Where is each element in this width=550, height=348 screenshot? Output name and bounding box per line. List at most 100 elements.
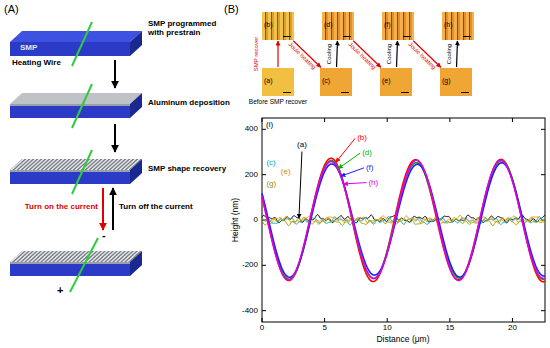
leader-line [343,183,366,184]
scale-bar [283,92,291,94]
edge-label: SMP recover [253,37,260,72]
micrograph-tile: (g) [440,68,472,96]
panel-letter: (a) [264,77,273,85]
tick-label: 5 [322,324,326,333]
axis-tick [324,118,325,122]
axis-tick [387,318,388,322]
axis-tick [449,318,450,322]
height-curve [262,163,545,277]
curve-label: (h) [368,178,378,187]
scale-bar [401,92,409,94]
panel-letter: (e) [382,77,391,85]
annotation-text: Height (nm) [231,198,240,242]
tick-label: 10 [383,324,392,333]
annotation-text: Aluminum deposition [148,99,230,108]
edge-label: Cooling [386,44,393,64]
panel-caption: Before SMP recover [249,98,307,105]
panel-label: (B) [224,3,239,15]
scale-bar [463,36,471,38]
leader-line [338,153,360,168]
edge-label: Joule heating [287,41,317,71]
heated-block [10,238,142,292]
annotation-text: Heating Wire [12,59,61,68]
process-arrow [456,41,458,67]
height-curve [262,161,545,280]
annotation-text: SMP shape recovery [148,165,226,174]
panel-letter: (d) [324,21,333,29]
step-arrow [114,60,116,88]
edge-label: Joule heating [407,41,437,71]
current-off-arrow [112,188,114,230]
panel-letter: (c) [322,77,330,85]
panel-letter: (g) [442,77,451,85]
coated-block [10,84,142,128]
tick-label: 0 [260,324,264,333]
curve-label: (a) [297,141,307,150]
tick-label: -400 [242,306,258,315]
tick-label: -200 [242,261,258,270]
annotation-text: Turn on the current [25,203,98,212]
curve-label: (g) [266,179,276,188]
panel-letter: (f) [384,21,391,29]
height-curve [262,160,545,280]
axis-tick [541,129,545,130]
axis-tick [541,174,545,175]
annotation-text: Turn off the current [119,203,193,212]
panel-letter: (h) [444,21,453,29]
micrograph-tile: (e) [380,68,412,96]
scale-bar [403,36,411,38]
process-arrow [396,41,398,67]
axis-tick [512,318,513,322]
axis-tick [262,318,263,322]
axis-tick [449,118,450,122]
micrograph-tile: (a)Before SMP recover [262,68,294,96]
axis-tick [387,118,388,122]
annotation-text: - [102,229,106,241]
annotation-text: SMP programmed with prestrain [148,20,224,38]
scale-bar [461,92,469,94]
curve-label: (f) [366,163,374,172]
tick-label: 15 [445,324,454,333]
panel-label: (A) [4,3,19,15]
process-arrow [277,41,278,67]
curve-label: (b) [357,134,367,143]
scale-bar [341,92,349,94]
axis-tick [262,310,266,311]
micrograph-tile: (f) [382,12,414,40]
axis-tick [262,174,266,175]
axis-tick [541,265,545,266]
edge-label: Cooling [326,44,333,64]
leader-line [299,152,302,219]
axis-tick [324,318,325,322]
micrograph-tile: (d) [322,12,354,40]
micrograph-tile: (b) [262,12,294,40]
axis-tick [262,129,266,130]
process-arrow [336,41,338,67]
panel-label: (i) [266,121,273,130]
leader-line [341,168,364,176]
micrograph-tile: (h) [442,12,474,40]
micrograph-tile: (c) [320,68,352,96]
axis-tick [262,118,263,122]
curve-label: (c) [266,159,275,168]
wrinkled-block [10,150,142,194]
axis-tick [262,265,266,266]
height-curve [262,215,545,223]
curve-label: (d) [362,149,372,158]
annotation-text: + [57,284,63,296]
scale-bar [343,36,351,38]
plot-frame [262,118,545,322]
annotation-text: Distance (μm) [376,335,429,344]
step-arrow [114,124,116,152]
tick-label: 400 [245,125,258,134]
annotation-text: SMP [20,44,37,53]
edge-label: Cooling [446,44,453,64]
edge-label: Joule heating [347,41,377,71]
height-curve [262,158,545,282]
current-on-arrow [102,188,104,230]
panel-letter: (b) [264,21,273,29]
tick-label: 200 [245,170,258,179]
tick-label: 20 [508,324,517,333]
